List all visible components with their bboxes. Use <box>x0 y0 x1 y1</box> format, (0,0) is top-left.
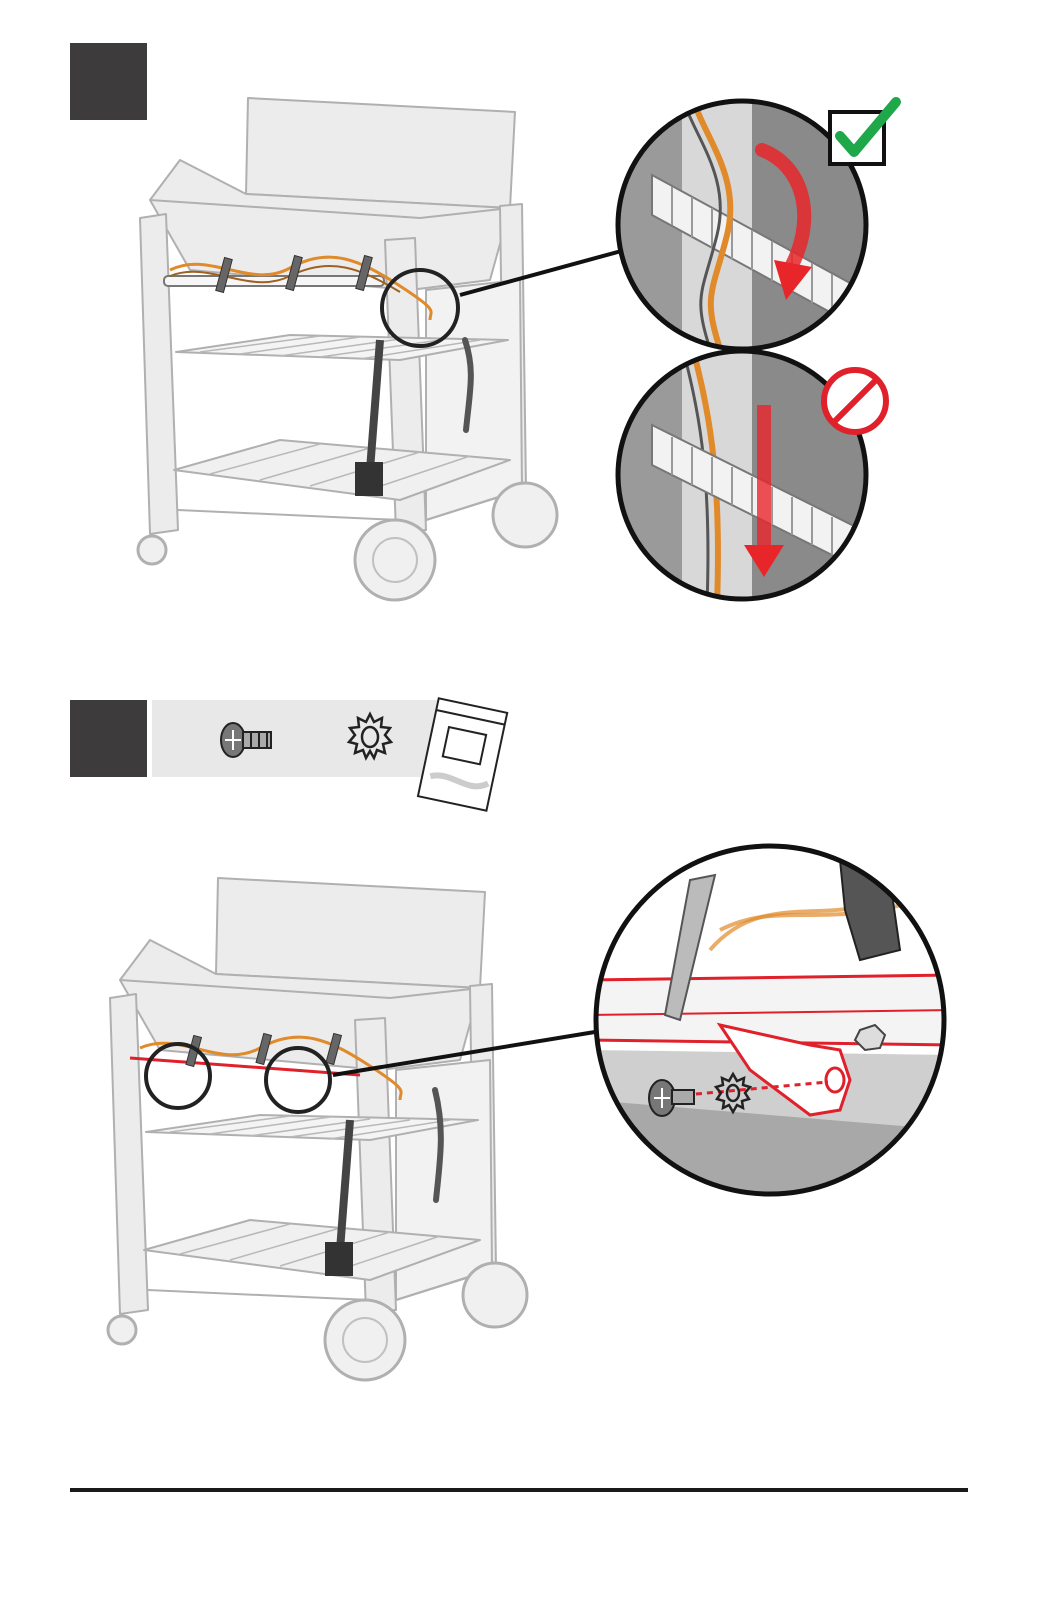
battery-box <box>355 462 383 496</box>
callout-target-2a <box>146 1044 210 1108</box>
left-leg <box>140 214 178 534</box>
hardware-bag-icon <box>405 692 515 822</box>
front-wheel <box>355 520 435 600</box>
lock-washer-icon <box>345 710 395 770</box>
firebox-back <box>246 98 515 208</box>
bracket-fastening-detail <box>590 840 950 1200</box>
parts-strip <box>152 700 442 777</box>
page-bottom-rule <box>70 1488 968 1492</box>
step-number-box-2 <box>70 700 147 777</box>
grill-cart-illustration-2 <box>100 870 540 1390</box>
callout-leader-2 <box>325 1020 615 1090</box>
caster <box>138 536 166 564</box>
grill-cart-illustration-1 <box>130 90 570 610</box>
back-wheel <box>493 483 557 547</box>
screw-icon <box>215 715 275 765</box>
callout-leader-1 <box>440 240 640 320</box>
prohibited-icon <box>820 366 890 436</box>
check-icon <box>826 96 902 168</box>
